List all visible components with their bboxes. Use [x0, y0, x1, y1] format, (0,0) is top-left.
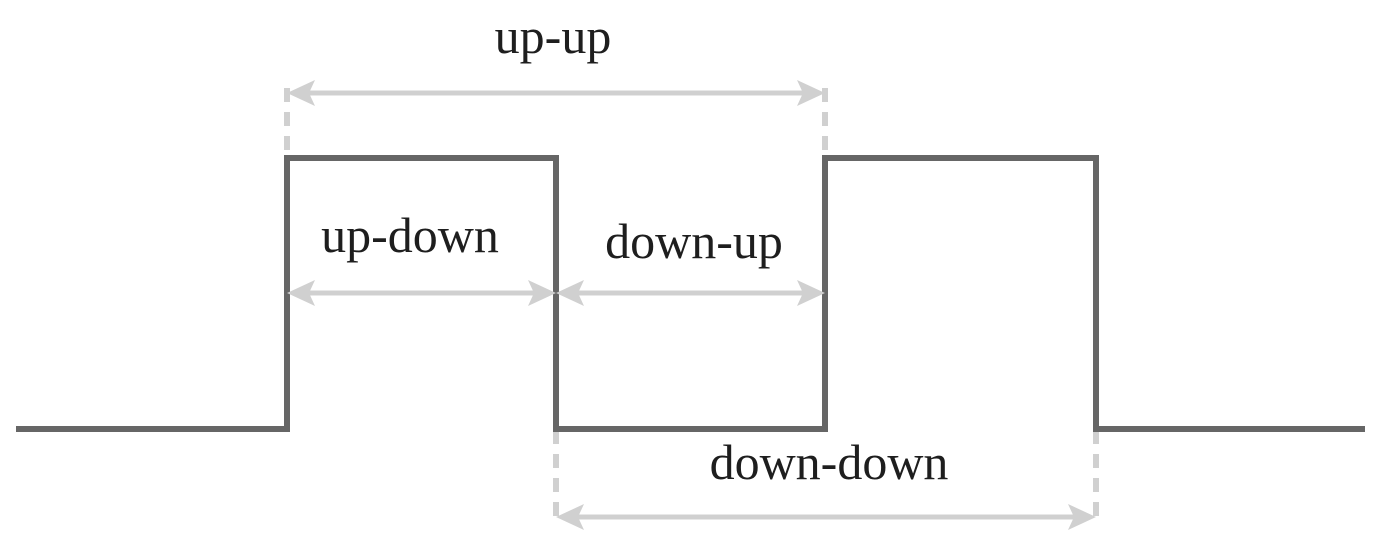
up-up-span-arrow	[287, 80, 825, 106]
down-up-span-arrow	[556, 280, 825, 306]
square-wave-signal	[16, 155, 1365, 432]
arrow-right-head	[528, 280, 556, 306]
arrow-left-head	[287, 80, 315, 106]
arrow-left-head	[556, 280, 584, 306]
arrow-right-head	[1068, 504, 1096, 530]
up-down-span-arrow	[287, 280, 556, 306]
arrow-right-head	[797, 280, 825, 306]
arrow-left-head	[287, 280, 315, 306]
arrow-left-head	[556, 504, 584, 530]
down-down-span-arrow	[556, 504, 1096, 530]
down-up-label: down-up	[605, 213, 783, 269]
up-down-label: up-down	[321, 207, 499, 263]
down-down-label: down-down	[710, 434, 949, 490]
up-up-label: up-up	[495, 8, 612, 64]
arrow-right-head	[797, 80, 825, 106]
